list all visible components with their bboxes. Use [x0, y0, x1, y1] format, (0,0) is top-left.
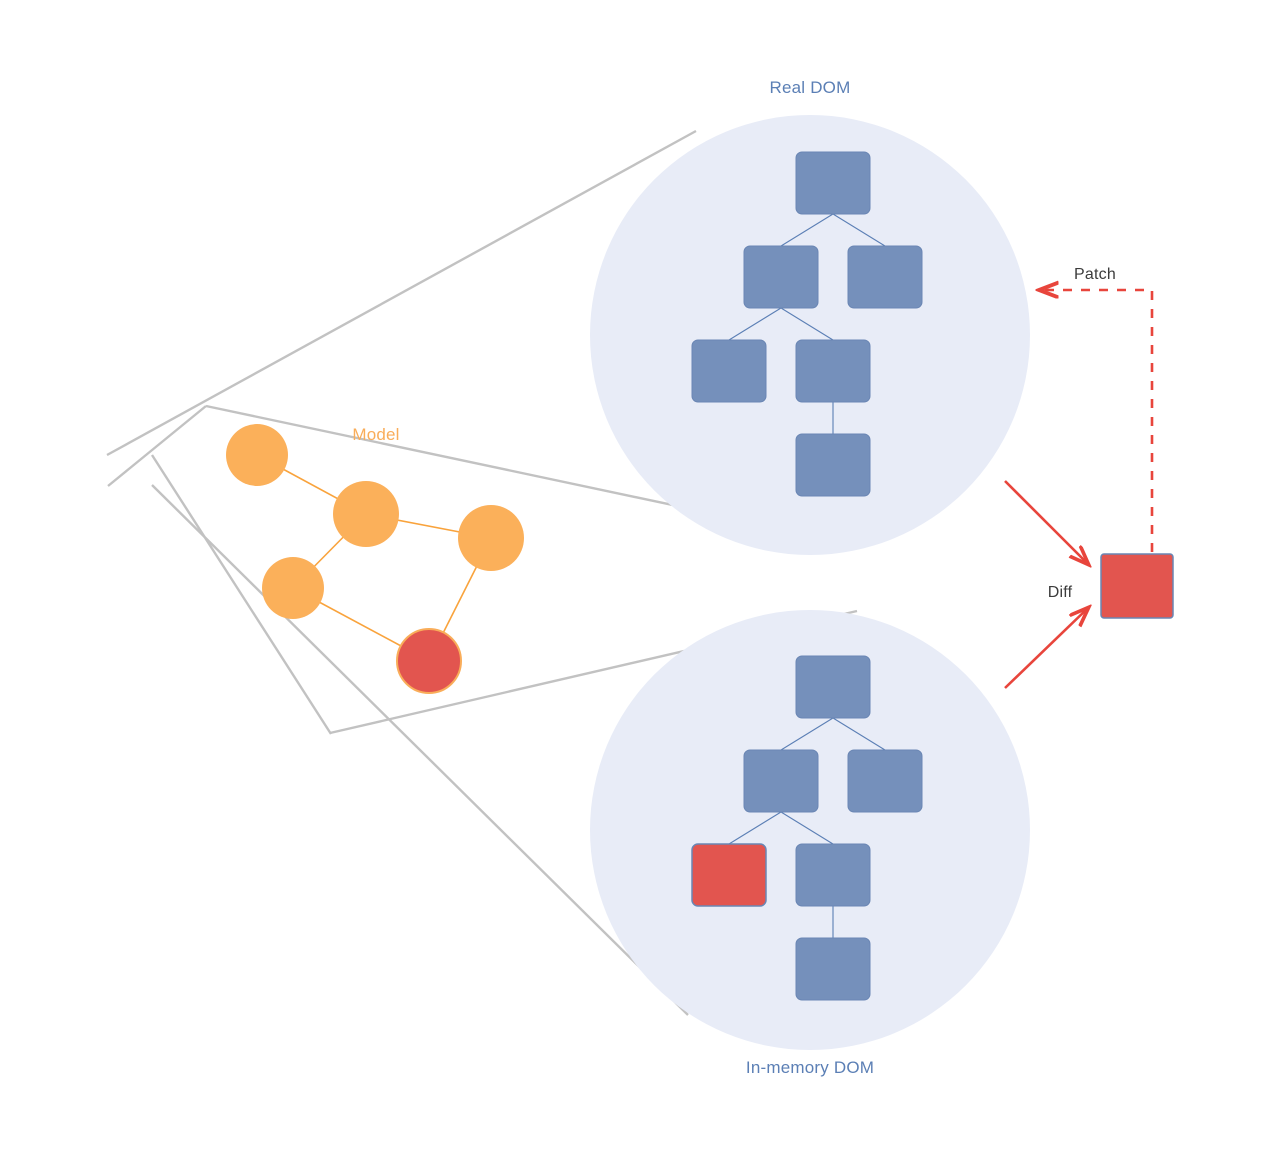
diff-arrow-from-real-dom [1004, 480, 1088, 564]
real-dom-edges [728, 213, 886, 434]
model-label: Model [352, 425, 399, 444]
patch-label: Patch [1074, 266, 1116, 283]
diff-box [1100, 553, 1174, 619]
dom-edge [728, 811, 782, 845]
diff-arrow-from-in-memory-dom [1004, 608, 1088, 689]
model-node-n1 [226, 424, 288, 486]
in-memory-dom-node-d [795, 843, 871, 907]
model-node-n4 [262, 557, 324, 619]
flow-group: Patch Diff [1004, 266, 1174, 689]
real-dom-node-b [847, 245, 923, 309]
model-node-n2 [333, 481, 399, 547]
frame-line-cone-lower [151, 484, 689, 1016]
real-dom-group: Real DOM [590, 78, 1030, 555]
diff-label: Diff [1048, 584, 1073, 601]
in-memory-dom-edges [728, 717, 886, 938]
frame-line-plane-left-upper [107, 405, 207, 487]
in-memory-dom-node-b [847, 749, 923, 813]
in-memory-dom-node-a [743, 749, 819, 813]
patch-arrow [1040, 290, 1154, 552]
in-memory-dom-group: In-memory DOM [590, 610, 1030, 1077]
real-dom-halo [590, 115, 1030, 555]
dom-edge [780, 717, 834, 751]
frame-line-plane-left-lower [150, 454, 333, 735]
model-node-n3 [458, 505, 524, 571]
real-dom-node-c [691, 339, 767, 403]
dom-edge [780, 811, 834, 845]
real-dom-label: Real DOM [770, 78, 851, 97]
in-memory-dom-node-e [795, 937, 871, 1001]
dom-edge [780, 307, 834, 341]
in-memory-dom-node-root [795, 655, 871, 719]
in-memory-dom-label: In-memory DOM [746, 1058, 874, 1077]
model-node-n5-changed [396, 628, 462, 694]
real-dom-node-d [795, 339, 871, 403]
dom-edge [832, 213, 886, 247]
dom-edge [728, 307, 782, 341]
model-group: Model [226, 424, 524, 694]
dom-edge [832, 717, 886, 751]
real-dom-node-root [795, 151, 871, 215]
real-dom-node-a [743, 245, 819, 309]
callout-frame [106, 129, 867, 1016]
in-memory-dom-node-c-changed [691, 843, 767, 907]
dom-edge [780, 213, 834, 247]
frame-line-cone-upper [106, 129, 697, 457]
real-dom-node-e [795, 433, 871, 497]
